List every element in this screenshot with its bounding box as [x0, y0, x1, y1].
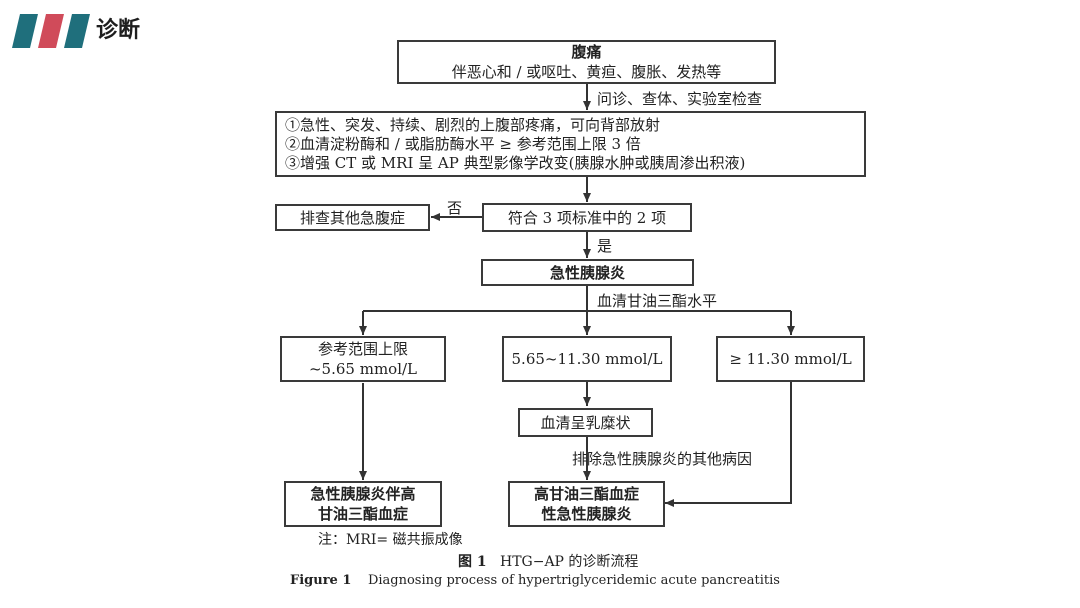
page-title: 诊断 — [96, 18, 141, 43]
edge-label-exam: 问诊、查体、实验室检查 — [597, 90, 763, 108]
arrow-right-range-to-result — [665, 382, 792, 507]
node-abdominal-pain: 腹痛 伴恶心和 / 或呕吐、黄疸、腹胀、发热等 — [397, 40, 776, 84]
figure-caption-cn-label: 图 1 — [458, 554, 487, 570]
node-result-mid-line2: 性急性胰腺炎 — [541, 505, 632, 523]
criteria-item-1: ①急性、突发、持续、剧烈的上腹部疼痛，可向背部放射 — [285, 115, 661, 134]
node-abdominal-pain-symptoms: 伴恶心和 / 或呕吐、黄疸、腹胀、发热等 — [451, 63, 722, 81]
node-chylous-serum-label: 血清呈乳糜状 — [540, 413, 631, 432]
node-result-left-line1: 急性胰腺炎伴高 — [310, 485, 416, 503]
brand-logo — [12, 14, 90, 48]
node-range-low-line1: 参考范围上限 — [317, 340, 408, 358]
node-range-high: ≥ 11.30 mmol/L — [716, 336, 865, 382]
edge-label-yes: 是 — [597, 237, 613, 255]
node-range-mid: 5.65~11.30 mmol/L — [502, 336, 672, 382]
figure-caption-en-label: Figure 1 — [290, 573, 352, 588]
node-meet-criteria-label: 符合 3 项标准中的 2 项 — [507, 208, 667, 227]
edge-label-triglyceride: 血清甘油三酯水平 — [597, 292, 718, 310]
figure-caption-en: Figure 1 Diagnosing process of hypertrig… — [290, 573, 780, 588]
node-exclude-abdomen-label: 排查其他急腹症 — [299, 208, 405, 227]
node-exclude-abdomen: 排查其他急腹症 — [275, 204, 430, 231]
node-result-mid-line1: 高甘油三酯血症 — [533, 485, 639, 503]
figure-caption-en-text: Diagnosing process of hypertriglyceridem… — [367, 573, 780, 588]
criteria-item-2: ②血清淀粉酶和 / 或脂肪酶水平 ≥ 参考范围上限 3 倍 — [285, 134, 641, 153]
node-meet-criteria: 符合 3 项标准中的 2 项 — [482, 203, 692, 232]
node-acute-pancreatitis: 急性胰腺炎 — [481, 259, 694, 286]
node-range-high-label: ≥ 11.30 mmol/L — [729, 350, 852, 368]
criteria-item-3: ③增强 CT 或 MRI 呈 AP 典型影像学改变(胰腺水肿或胰周渗出积液) — [285, 153, 746, 172]
node-range-low: 参考范围上限 ~5.65 mmol/L — [280, 336, 446, 382]
node-result-left-line2: 甘油三酯血症 — [317, 505, 408, 523]
figure-note: 注：MRI= 磁共振成像 — [318, 532, 463, 548]
node-acute-pancreatitis-label: 急性胰腺炎 — [549, 263, 625, 282]
node-result-left: 急性胰腺炎伴高 甘油三酯血症 — [284, 481, 442, 527]
node-abdominal-pain-title: 腹痛 — [571, 43, 602, 61]
edge-label-no: 否 — [447, 199, 463, 217]
figure-caption-cn: 图 1 HTG−AP 的诊断流程 — [458, 551, 638, 571]
node-chylous-serum: 血清呈乳糜状 — [518, 408, 653, 437]
figure-caption-cn-text: HTG−AP 的诊断流程 — [499, 554, 639, 570]
node-result-mid: 高甘油三酯血症 性急性胰腺炎 — [508, 481, 665, 527]
node-range-low-line2: ~5.65 mmol/L — [308, 360, 418, 378]
logo-bar-2 — [38, 14, 64, 48]
logo-bar-1 — [12, 14, 38, 48]
node-criteria: ①急性、突发、持续、剧烈的上腹部疼痛，可向背部放射 ②血清淀粉酶和 / 或脂肪酶… — [275, 111, 866, 177]
logo-bar-3 — [64, 14, 90, 48]
node-range-mid-label: 5.65~11.30 mmol/L — [511, 350, 663, 368]
edge-label-exclude-other: 排除急性胰腺炎的其他病因 — [572, 450, 753, 468]
